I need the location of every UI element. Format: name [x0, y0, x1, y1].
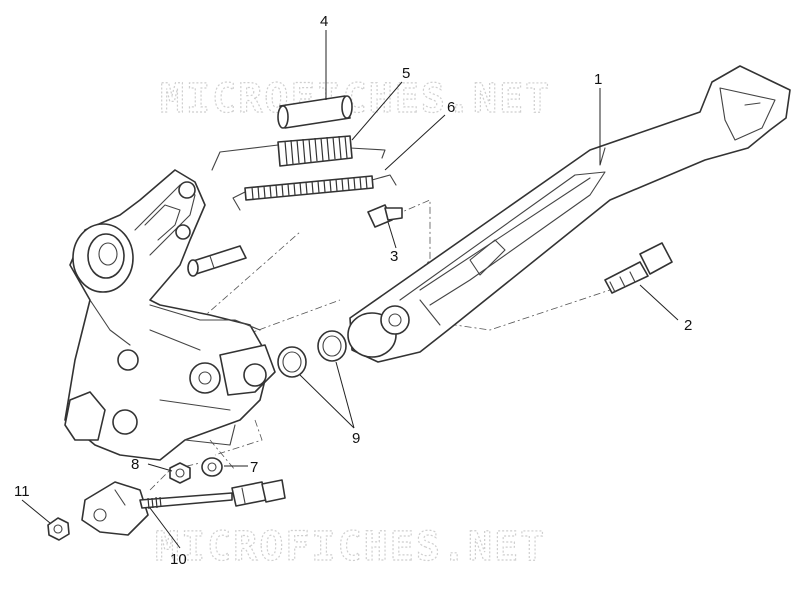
- part-7-washer: [201, 457, 223, 477]
- part-1-side-stand: [347, 65, 791, 363]
- pivot-pin: [187, 245, 247, 277]
- callout-9: 9: [352, 430, 360, 447]
- callout-8: 8: [131, 456, 139, 473]
- callout-3: 3: [390, 248, 398, 265]
- callout-2: 2: [684, 317, 692, 334]
- part-10-switch: [81, 479, 286, 536]
- part-4-sleeve: [277, 95, 353, 129]
- part-2-pivot-bolt: [604, 242, 673, 294]
- callout-7: 7: [250, 459, 258, 476]
- callout-4: 4: [320, 13, 328, 30]
- callout-5: 5: [402, 65, 410, 82]
- assembly-lines: [149, 199, 611, 491]
- part-11-nut: [47, 517, 70, 541]
- callout-1: 1: [594, 71, 602, 88]
- watermark-bottom: MICROFICHES.NET: [155, 524, 546, 570]
- leader-lines: [21, 30, 679, 549]
- callout-10: 10: [170, 551, 187, 568]
- part-5-short-spring: [211, 135, 386, 171]
- part-9-washers: [277, 330, 347, 378]
- part-6-long-spring: [232, 174, 397, 211]
- watermark-top: MICROFICHES.NET: [160, 76, 551, 122]
- callout-11: 11: [14, 483, 30, 500]
- stand-bracket: [64, 169, 276, 461]
- part-8-nut: [169, 462, 191, 484]
- callout-labels: 1 2 3 4 5 6 7 8 9 10 11: [14, 13, 692, 568]
- part-3-screw: [367, 204, 403, 228]
- callout-6: 6: [447, 99, 455, 116]
